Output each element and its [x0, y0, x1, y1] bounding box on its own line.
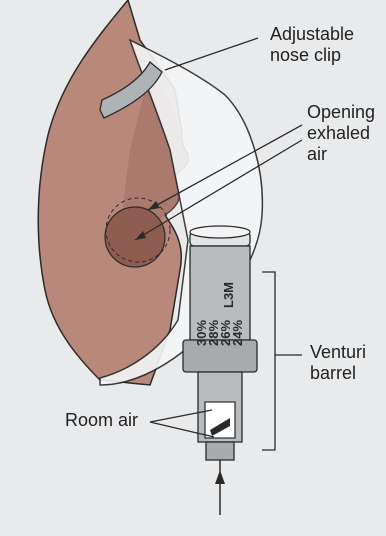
venturi-barrel [183, 226, 257, 515]
label-venturi-barrel: Venturi barrel [310, 342, 366, 384]
exhalation-port [105, 207, 165, 267]
barrel-percent-4: 24% [230, 320, 245, 346]
barrel-model-label: L3M [221, 282, 236, 308]
label-room-air: Room air [65, 410, 138, 431]
label-opening-exhaled-air: Opening exhaled air [307, 102, 375, 165]
label-nose-clip: Adjustable nose clip [270, 24, 354, 66]
